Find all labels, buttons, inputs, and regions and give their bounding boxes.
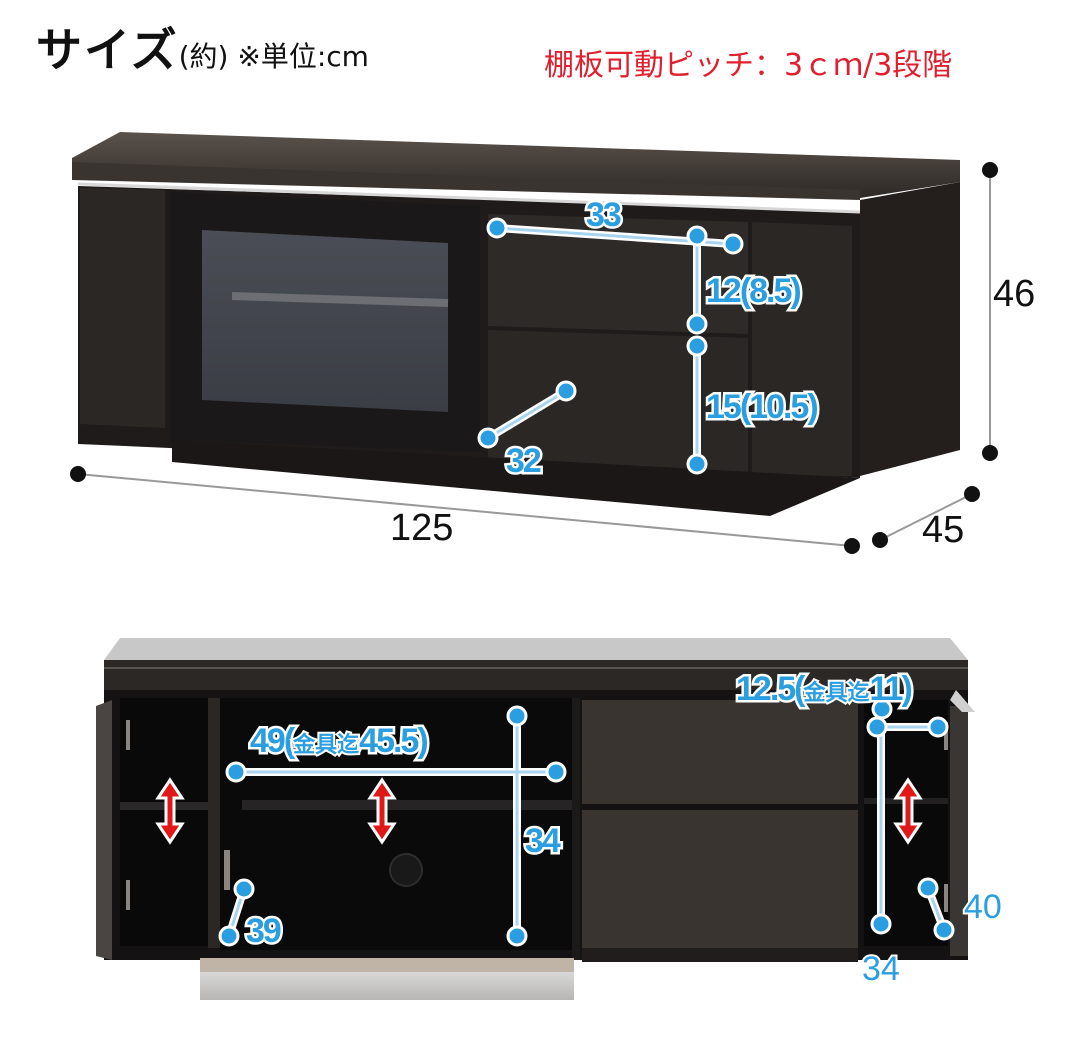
- drawer-depth-label: 32: [506, 442, 541, 480]
- width-label: 125: [390, 507, 453, 549]
- drawer-dimensions: 33 12(8.5) 15(10.5) 32: [477, 194, 822, 483]
- adjust-arrow-icon: [893, 777, 923, 845]
- upper-drawer-height-label: 12(8.5): [706, 272, 800, 310]
- adjustable-shelf-arrows: [155, 777, 923, 845]
- right-width-label: 12.5(金具迄11): [736, 670, 911, 708]
- drawer-width-label: 33: [586, 196, 621, 234]
- exterior-tv-stand: [72, 132, 960, 516]
- height-label: 46: [993, 273, 1035, 315]
- lower-drawer-height-label: 15(10.5): [706, 388, 817, 426]
- center-width-label: 49(金具迄45.5): [250, 722, 427, 760]
- overall-height-dimension: 46: [982, 162, 1035, 461]
- title-sub: (約) ※単位:cm: [178, 40, 369, 73]
- right-height-label: 34: [862, 950, 900, 988]
- page-title: サイズ(約) ※単位:cm: [36, 14, 369, 80]
- center-depth-label: 39: [246, 912, 281, 950]
- overall-depth-dimension: 45: [872, 486, 980, 551]
- shelf-pitch-note: 棚板可動ピッチ：3ｃｍ/3段階: [544, 48, 953, 83]
- overall-width-dimension: 125: [70, 466, 860, 554]
- title-main: サイズ: [36, 23, 179, 77]
- center-height-label: 34: [525, 822, 561, 860]
- interior-dimensions: 49(金具迄45.5) 34 39 12.5(金具迄11) 34 40: [218, 668, 1004, 990]
- depth-label: 45: [922, 509, 964, 551]
- adjust-arrow-icon: [367, 777, 397, 845]
- adjust-arrow-icon: [155, 777, 185, 845]
- right-depth-label: 40: [964, 888, 1002, 926]
